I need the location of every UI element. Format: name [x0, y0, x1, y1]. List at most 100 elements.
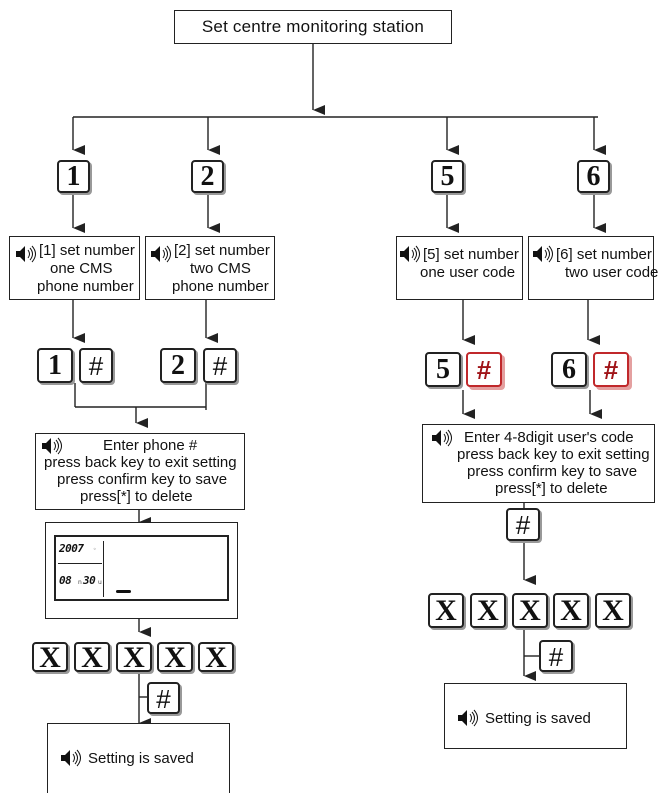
lcd-screen: 2007 ◦ 08 n 30 u: [54, 535, 229, 601]
hash-key[interactable]: #: [203, 348, 237, 383]
digit-key-label: X: [477, 594, 499, 627]
speaker-icon: [533, 245, 553, 263]
lcd-month-unit: n: [78, 579, 82, 586]
voice-box-6: [6] set number two user code: [528, 236, 658, 300]
voice-box-2-line-2: two CMS: [190, 260, 251, 277]
voice-box-2: [2] set number two CMS phone number: [145, 236, 275, 300]
lcd-year: 2007: [59, 542, 84, 555]
voice-box-5: [5] set number one user code: [396, 236, 523, 300]
enter-user-code-box: Enter 4-8digit user's code press back ke…: [422, 424, 655, 503]
speaker-icon: [432, 429, 452, 447]
digit-key[interactable]: X: [116, 641, 152, 674]
voice-box-1-line-3: phone number: [37, 278, 134, 295]
branch-key-1-label: 1: [66, 161, 81, 192]
hash-key-label: #: [156, 684, 171, 714]
lcd-indicator: ◦: [93, 546, 97, 553]
voice-box-1-line-2: one CMS: [50, 260, 113, 277]
saved-text-right: Setting is saved: [485, 710, 591, 727]
key-2-label: 2: [171, 350, 185, 381]
key-1[interactable]: 1: [37, 348, 73, 383]
hash-key-label: #: [476, 355, 492, 385]
voice-box-1-line-1: [1] set number: [39, 242, 135, 259]
voice-box-1: [1] set number one CMS phone number: [9, 236, 140, 300]
speaker-icon: [151, 245, 171, 263]
digit-key-label: X: [205, 641, 227, 674]
connector-lines: [72, 44, 606, 728]
digit-key[interactable]: X: [428, 593, 464, 628]
flow-diagram: Set centre monitoring station 1 2 5 6 [1…: [9, 10, 658, 793]
key-5[interactable]: 5: [425, 352, 461, 387]
speaker-icon: [61, 749, 81, 767]
hash-key-label: #: [212, 351, 228, 381]
voice-box-2-line-1: [2] set number: [174, 242, 270, 259]
hash-key-label: #: [88, 351, 104, 381]
title-box: Set centre monitoring station: [174, 10, 452, 44]
voice-box-6-line-2: two user code: [565, 264, 658, 281]
digit-key[interactable]: X: [157, 641, 193, 674]
voice-box-5-line-1: [5] set number: [423, 246, 519, 263]
digit-key[interactable]: X: [198, 641, 234, 674]
digit-key-label: X: [164, 641, 186, 674]
branch-key-6[interactable]: 6: [577, 160, 610, 193]
speaker-icon: [16, 245, 36, 263]
digit-key-label: X: [560, 594, 582, 627]
lcd-month: 08: [59, 574, 72, 587]
enter-phone-box: Enter phone # press back key to exit set…: [35, 433, 245, 510]
voice-box-6-line-1: [6] set number: [556, 246, 652, 263]
digit-key-label: X: [123, 641, 145, 674]
digit-key-label: X: [39, 641, 61, 674]
hash-key-highlighted[interactable]: #: [593, 352, 629, 387]
speaker-icon: [42, 437, 62, 455]
enter-phone-line-1: Enter phone #: [103, 437, 198, 454]
voice-box-5-line-2: one user code: [420, 264, 516, 281]
key-6[interactable]: 6: [551, 352, 587, 387]
voice-box-2-line-3: phone number: [172, 278, 269, 295]
digit-key[interactable]: X: [553, 593, 589, 628]
hash-key[interactable]: #: [79, 348, 113, 383]
key-6-label: 6: [562, 354, 576, 385]
hash-key-label: #: [548, 642, 564, 672]
speaker-icon: [458, 709, 478, 727]
enter-phone-line-4: press[*] to delete: [80, 488, 193, 505]
digit-key-label: X: [81, 641, 103, 674]
lcd-vertical-divider: [103, 541, 104, 597]
digit-key[interactable]: X: [595, 593, 631, 628]
lcd-display-frame: 2007 ◦ 08 n 30 u: [45, 522, 238, 619]
lcd-day-unit: u: [98, 579, 102, 586]
saved-text-left: Setting is saved: [88, 750, 194, 767]
enter-user-line-4: press[*] to delete: [495, 480, 608, 497]
digit-key[interactable]: X: [470, 593, 506, 628]
lcd-cursor: [116, 590, 131, 593]
enter-user-line-1: Enter 4-8digit user's code: [464, 429, 634, 446]
enter-phone-line-2: press back key to exit setting: [44, 454, 237, 471]
branch-key-1[interactable]: 1: [57, 160, 90, 193]
digit-key[interactable]: X: [32, 641, 68, 674]
hash-key-label: #: [603, 355, 619, 385]
hash-key[interactable]: #: [539, 640, 573, 672]
digit-key-label: X: [435, 594, 457, 627]
key-1-label: 1: [48, 350, 62, 381]
enter-phone-line-3: press confirm key to save: [57, 471, 228, 488]
speaker-icon: [400, 245, 420, 263]
enter-user-line-2: press back key to exit setting: [457, 446, 650, 463]
saved-box-right: Setting is saved: [444, 683, 627, 749]
digit-key-label: X: [602, 594, 624, 627]
title-text: Set centre monitoring station: [201, 17, 425, 36]
lcd-divider: [58, 563, 102, 564]
hash-key-highlighted[interactable]: #: [466, 352, 502, 387]
key-2[interactable]: 2: [160, 348, 196, 383]
hash-key[interactable]: #: [506, 508, 540, 541]
digit-key[interactable]: X: [512, 593, 548, 628]
saved-box-left: Setting is saved: [47, 723, 230, 793]
hash-key-label: #: [515, 510, 531, 540]
digit-key[interactable]: X: [74, 641, 110, 674]
digit-key-label: X: [519, 594, 541, 627]
lcd-day: 30: [83, 574, 96, 587]
key-5-label: 5: [436, 354, 450, 385]
branch-key-5-label: 5: [440, 161, 455, 192]
branch-key-6-label: 6: [586, 161, 601, 192]
branch-key-2-label: 2: [200, 161, 215, 192]
branch-key-2[interactable]: 2: [191, 160, 224, 193]
branch-key-5[interactable]: 5: [431, 160, 464, 193]
hash-key[interactable]: #: [147, 682, 180, 714]
